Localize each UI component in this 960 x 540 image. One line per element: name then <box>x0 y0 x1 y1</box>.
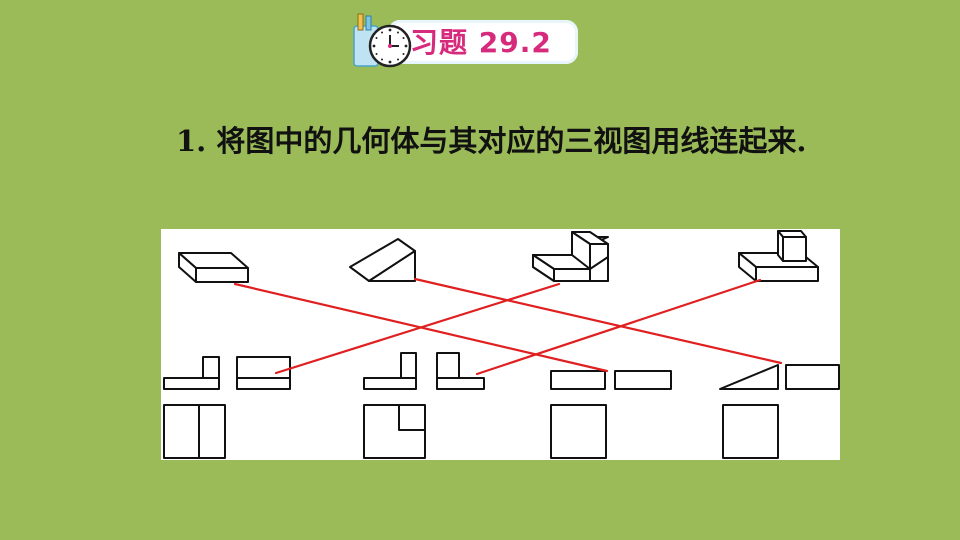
clock-pencil-icon <box>353 13 412 68</box>
exercise-title: 习题 29.2 <box>410 26 552 59</box>
view-set-4 <box>719 364 840 459</box>
flat-slab-solid <box>178 252 249 283</box>
connection-line-2 <box>413 277 783 365</box>
connection-line-4 <box>475 278 762 376</box>
question-text: 1. 将图中的几何体与其对应的三视图用线连起来. <box>176 124 807 158</box>
figure-canvas <box>163 230 840 459</box>
matching-figure <box>161 229 840 460</box>
exercise-title-badge: 习题 29.2 <box>350 12 582 70</box>
cube-on-slab-solid <box>738 230 819 282</box>
view-set-1 <box>163 356 291 459</box>
connection-line-3 <box>274 282 561 375</box>
step-solid <box>532 231 609 282</box>
title-pill <box>388 20 578 64</box>
wedge-solid <box>349 238 416 282</box>
view-set-3 <box>550 370 672 459</box>
view-set-2 <box>363 352 485 459</box>
